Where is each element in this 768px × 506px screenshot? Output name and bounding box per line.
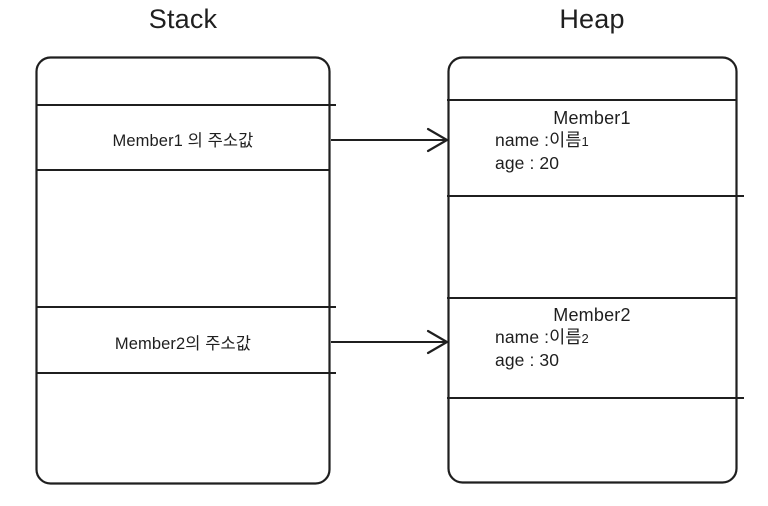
- field-name-key: name :: [495, 327, 550, 348]
- heap-container: [447, 56, 738, 484]
- field-name-value: 이름: [549, 327, 582, 348]
- field-name-subscript: 1: [581, 134, 589, 150]
- stack-slot-2-label: Member2의 주소값: [114, 335, 252, 353]
- heap-object-member2: Member2 name :이름2 age : 30: [447, 305, 737, 373]
- heap-object-member1-field-age: age : 20: [495, 153, 560, 174]
- heap-object-member2-fields: name :이름2 age : 30: [447, 326, 737, 373]
- heap-object-member1-field-name: name :이름1: [495, 129, 737, 152]
- stack-slot-1-label: Member1 의 주소값: [112, 132, 254, 150]
- heap-object-member2-title: Member2: [553, 305, 631, 325]
- field-name-subscript: 2: [581, 331, 589, 347]
- field-name-key: name :: [495, 130, 550, 151]
- heap-object-member1: Member1 name :이름1 age : 20: [447, 108, 737, 176]
- heap-object-member1-title: Member1: [553, 108, 631, 128]
- field-name-value: 이름: [549, 130, 582, 151]
- stack-container: [35, 56, 331, 485]
- heap-object-member2-field-name: name :이름2: [495, 326, 737, 349]
- heap-object-member1-fields: name :이름1 age : 20: [447, 129, 737, 176]
- arrow-member2: [331, 329, 450, 355]
- heap-region-title: Heap: [559, 4, 625, 34]
- heap-object-member2-field-age: age : 30: [495, 350, 560, 371]
- stack-region-title: Stack: [148, 4, 218, 34]
- arrow-member1: [331, 127, 450, 153]
